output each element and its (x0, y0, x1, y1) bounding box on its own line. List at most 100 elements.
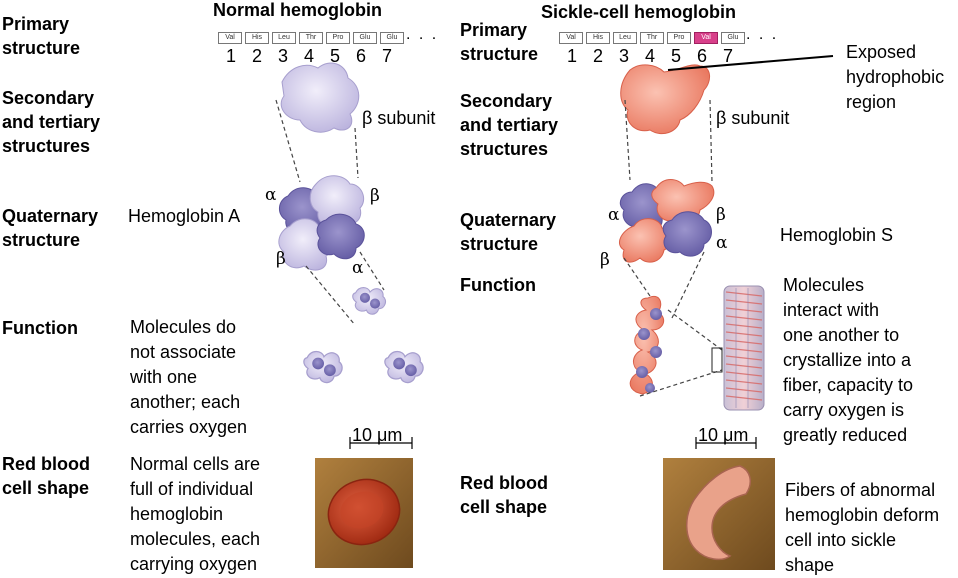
exposed-region-label: Exposed hydrophobic region (846, 40, 944, 115)
row-label-line: Secondary (2, 88, 95, 108)
position-number: 2 (251, 46, 262, 66)
row-label-line: and tertiary (2, 112, 101, 132)
row-label-function-sickle: Function (460, 275, 536, 295)
row-label-line: Secondary (460, 91, 553, 111)
sickle-beta-label: β (716, 205, 726, 225)
position-number: 4 (644, 46, 655, 66)
text-line: hemoglobin deform (785, 505, 940, 525)
text-line: with one (130, 367, 198, 387)
text-line: molecules, each (130, 529, 261, 549)
text-line: fiber, capacity to (783, 375, 914, 395)
text-line: hemoglobin (130, 504, 224, 524)
amino-acid: Leu (272, 32, 296, 44)
normal-molecule-small (352, 287, 387, 315)
projection-line (671, 251, 705, 319)
normal-tetramer (278, 175, 365, 271)
sickle-beta-subunit-label: β subunit (716, 108, 790, 128)
amino-acid: Thr (640, 32, 664, 44)
row-label-line: structure (2, 230, 81, 250)
sickle-beta-subunit (620, 64, 710, 135)
text-line: Molecules (783, 275, 865, 295)
sickle-scale-label: 10 μm (698, 425, 749, 445)
row-label-primary: Primary structure (2, 12, 80, 60)
row-label-secondary-sickle: Secondary and tertiary structures (460, 89, 558, 161)
row-label-line: Primary (460, 20, 528, 40)
text-line: another; each (130, 392, 241, 412)
text-line: one another to (783, 325, 900, 345)
sickle-alpha-label-2: α (716, 233, 728, 253)
normal-title: Normal hemoglobin (213, 0, 383, 20)
text-line: carrying oxygen (130, 554, 258, 574)
amino-acid: Glu (353, 32, 377, 44)
row-label-quaternary: Quaternary structure (2, 204, 98, 252)
projection-line (359, 251, 385, 291)
position-number: 7 (381, 46, 392, 66)
sickle-beta-label-2: β (600, 250, 610, 270)
text-line: Normal cells are (130, 454, 261, 474)
position-number: 1 (225, 46, 236, 66)
amino-acid: Glu (380, 32, 404, 44)
position-number: 7 (722, 46, 733, 66)
projection-line (623, 257, 651, 297)
sickle-hemoglobin-name: Hemoglobin S (780, 225, 894, 245)
normal-sequence: Val His Leu Thr Pro Glu Glu (218, 32, 404, 44)
row-label-line: Quaternary (2, 206, 99, 226)
projection-line (354, 127, 359, 179)
normal-alpha-label-2: α (352, 258, 364, 278)
sickle-tetramer (619, 179, 715, 263)
sickle-rbc-cell (686, 465, 752, 561)
amino-acid: Thr (299, 32, 323, 44)
text-line: cell into sickle (785, 530, 897, 550)
text-line: interact with (783, 300, 880, 320)
projection-line (639, 369, 723, 397)
sickle-molecule-chain (629, 296, 665, 395)
amino-acid: Pro (326, 32, 350, 44)
position-number: 4 (303, 46, 314, 66)
text-line: shape (785, 555, 835, 575)
amino-acid-mutated: Val (694, 32, 718, 44)
position-number: 3 (618, 46, 629, 66)
fiber-inset-box (711, 347, 723, 373)
row-label-line: structure (460, 234, 539, 254)
text-line: full of individual (130, 479, 254, 499)
normal-molecule (384, 350, 424, 384)
normal-beta-label: β (370, 186, 380, 206)
row-label-line: Red blood (2, 454, 90, 474)
sickle-fiber (723, 285, 765, 411)
row-label-quaternary-sickle: Quaternary structure (460, 208, 556, 256)
position-number: 5 (670, 46, 681, 66)
normal-scale-label: 10 μm (352, 425, 403, 445)
text-line: crystallize into a (783, 350, 912, 370)
text-line: carries oxygen (130, 417, 248, 437)
amino-acid: His (586, 32, 610, 44)
sickle-scale-bar (695, 437, 757, 449)
position-number: 6 (355, 46, 366, 66)
sickle-title: Sickle-cell hemoglobin (541, 2, 737, 22)
normal-molecule (303, 350, 343, 384)
row-label-line: cell shape (2, 478, 90, 498)
projection-line (305, 265, 356, 326)
normal-beta-subunit-label: β subunit (362, 108, 436, 128)
position-number: 5 (329, 46, 340, 66)
label-line: hydrophobic (846, 67, 945, 87)
text-line: Fibers of abnormal (785, 480, 936, 500)
sickle-alpha-label: α (608, 205, 620, 225)
sickle-function-text: Molecules interact with one another to c… (783, 273, 913, 448)
projection-line (667, 309, 723, 351)
row-label-line: structure (460, 44, 539, 64)
normal-beta-label-2: β (276, 249, 286, 269)
normal-function-text: Molecules do not associate with one anot… (130, 315, 247, 440)
row-label-line: Red blood (460, 473, 548, 493)
row-label-line: structures (2, 136, 91, 156)
normal-alpha-label: α (265, 185, 277, 205)
projection-line (709, 99, 713, 183)
sickle-sequence-ellipsis: . . . (746, 26, 779, 43)
amino-acid: Pro (667, 32, 691, 44)
text-line: Molecules do (130, 317, 237, 337)
normal-scale-bar (349, 437, 413, 449)
row-label-primary-sickle: Primary structure (460, 18, 538, 66)
amino-acid: Val (218, 32, 242, 44)
row-label-line: structure (2, 38, 81, 58)
